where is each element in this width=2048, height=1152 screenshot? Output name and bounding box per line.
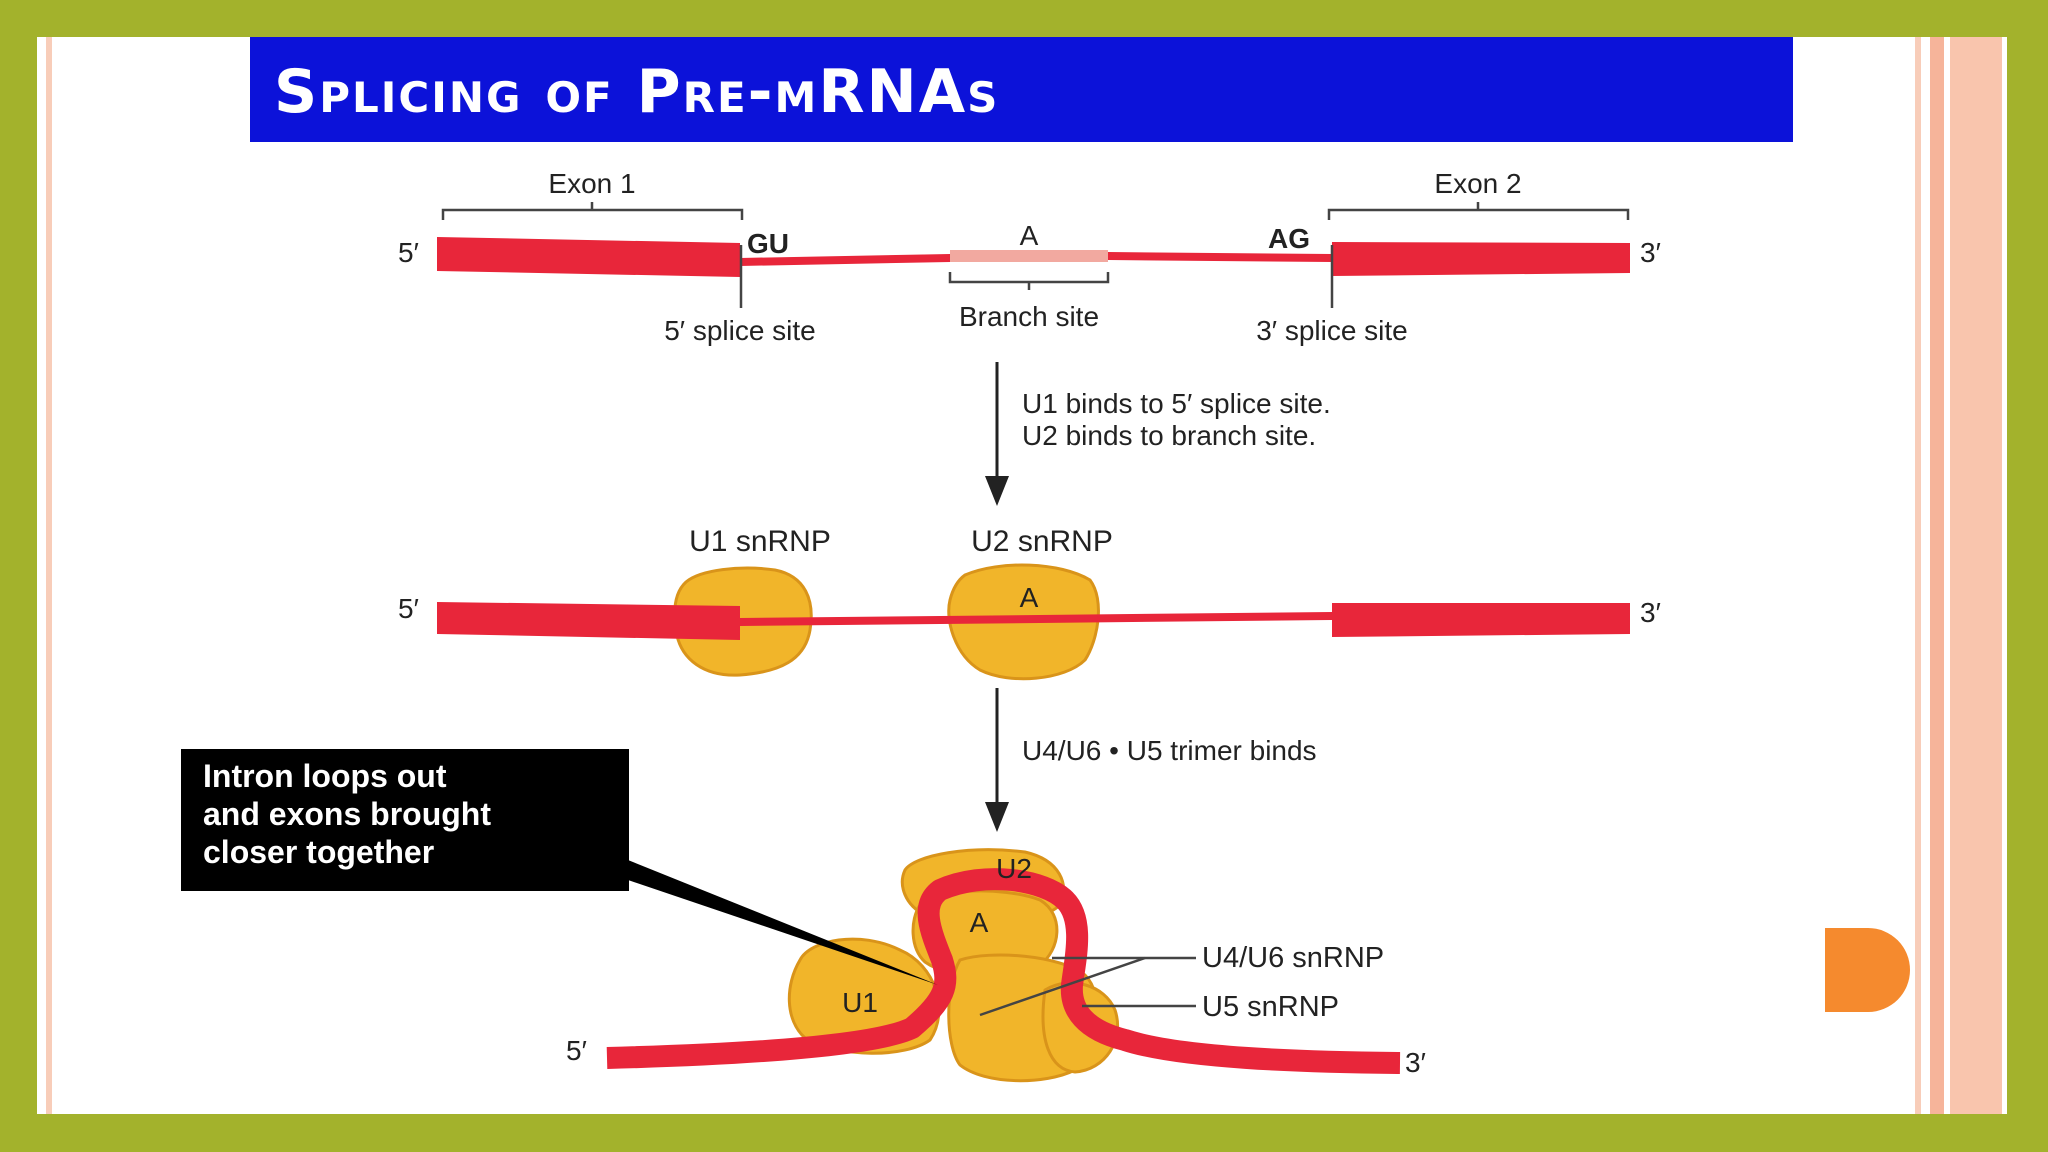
splice5-label: 5′ splice site bbox=[664, 315, 816, 346]
mid-intron-line bbox=[740, 612, 1332, 626]
bottom-three-prime-label: 3′ bbox=[1405, 1047, 1426, 1078]
step1-line2: U2 binds to branch site. bbox=[1022, 420, 1316, 451]
callout-line: Intron loops out bbox=[203, 758, 447, 794]
callout-line: closer together bbox=[203, 834, 435, 870]
title-bar: Splicing of Pre-mRNAs bbox=[250, 37, 1793, 142]
mid-branch-a-label: A bbox=[1020, 582, 1039, 613]
branch-site-label: Branch site bbox=[959, 301, 1099, 332]
decor-stripe bbox=[1950, 37, 2002, 1114]
callout-pointer bbox=[628, 860, 938, 985]
orange-half-disc bbox=[1825, 928, 1910, 1012]
exon2-label: Exon 2 bbox=[1434, 168, 1521, 199]
branch-a-label: A bbox=[1020, 220, 1039, 251]
mid-exon2-block bbox=[1332, 603, 1630, 637]
mid-three-prime-label: 3′ bbox=[1640, 597, 1661, 628]
step1-arrowhead bbox=[985, 476, 1009, 506]
gu-label: GU bbox=[747, 228, 789, 259]
u4u6-leader-diag bbox=[979, 956, 1146, 1017]
decor-stripe bbox=[1915, 37, 1921, 1114]
mid-five-prime-label: 5′ bbox=[398, 593, 419, 624]
exon2-bracket bbox=[1327, 202, 1630, 220]
callout-box: Intron loops out and exons brought close… bbox=[181, 749, 629, 891]
u4u6-snrnp-label: U4/U6 snRNP bbox=[1202, 942, 1384, 974]
u5-snrnp-label: U5 snRNP bbox=[1202, 991, 1339, 1023]
exon1-block bbox=[437, 237, 740, 277]
bottom-a-label: A bbox=[970, 907, 989, 938]
branch-bracket bbox=[948, 272, 1110, 290]
u2-snrnp-label: U2 snRNP bbox=[971, 525, 1113, 558]
branch-site-segment bbox=[950, 250, 1108, 262]
splice3-label: 3′ splice site bbox=[1256, 315, 1408, 346]
callout-line: and exons brought bbox=[203, 796, 491, 832]
exon2-block bbox=[1332, 242, 1630, 276]
bottom-five-prime-label: 5′ bbox=[566, 1035, 587, 1066]
exon1-label: Exon 1 bbox=[548, 168, 635, 199]
mid-exon1-block bbox=[437, 602, 740, 640]
step2-line1: U4/U6 • U5 trimer binds bbox=[1022, 735, 1317, 766]
bottom-u1-label: U1 bbox=[842, 987, 878, 1018]
bottom-rna-strand bbox=[606, 868, 1401, 1074]
u1-snrnp-label: U1 snRNP bbox=[689, 525, 831, 558]
bottom-u2-label: U2 bbox=[996, 853, 1032, 884]
step2-arrowhead bbox=[985, 802, 1009, 832]
page-title: Splicing of Pre-mRNAs bbox=[274, 57, 1000, 127]
intron-line-right bbox=[1108, 252, 1332, 262]
three-prime-label: 3′ bbox=[1640, 237, 1661, 268]
decor-stripe bbox=[1930, 37, 1944, 1114]
decor-stripe bbox=[46, 37, 52, 1114]
ag-label: AG bbox=[1268, 223, 1310, 254]
five-prime-label: 5′ bbox=[398, 237, 419, 268]
exon1-bracket bbox=[441, 202, 744, 220]
step1-line1: U1 binds to 5′ splice site. bbox=[1022, 388, 1331, 419]
intron-line-left bbox=[740, 254, 950, 266]
